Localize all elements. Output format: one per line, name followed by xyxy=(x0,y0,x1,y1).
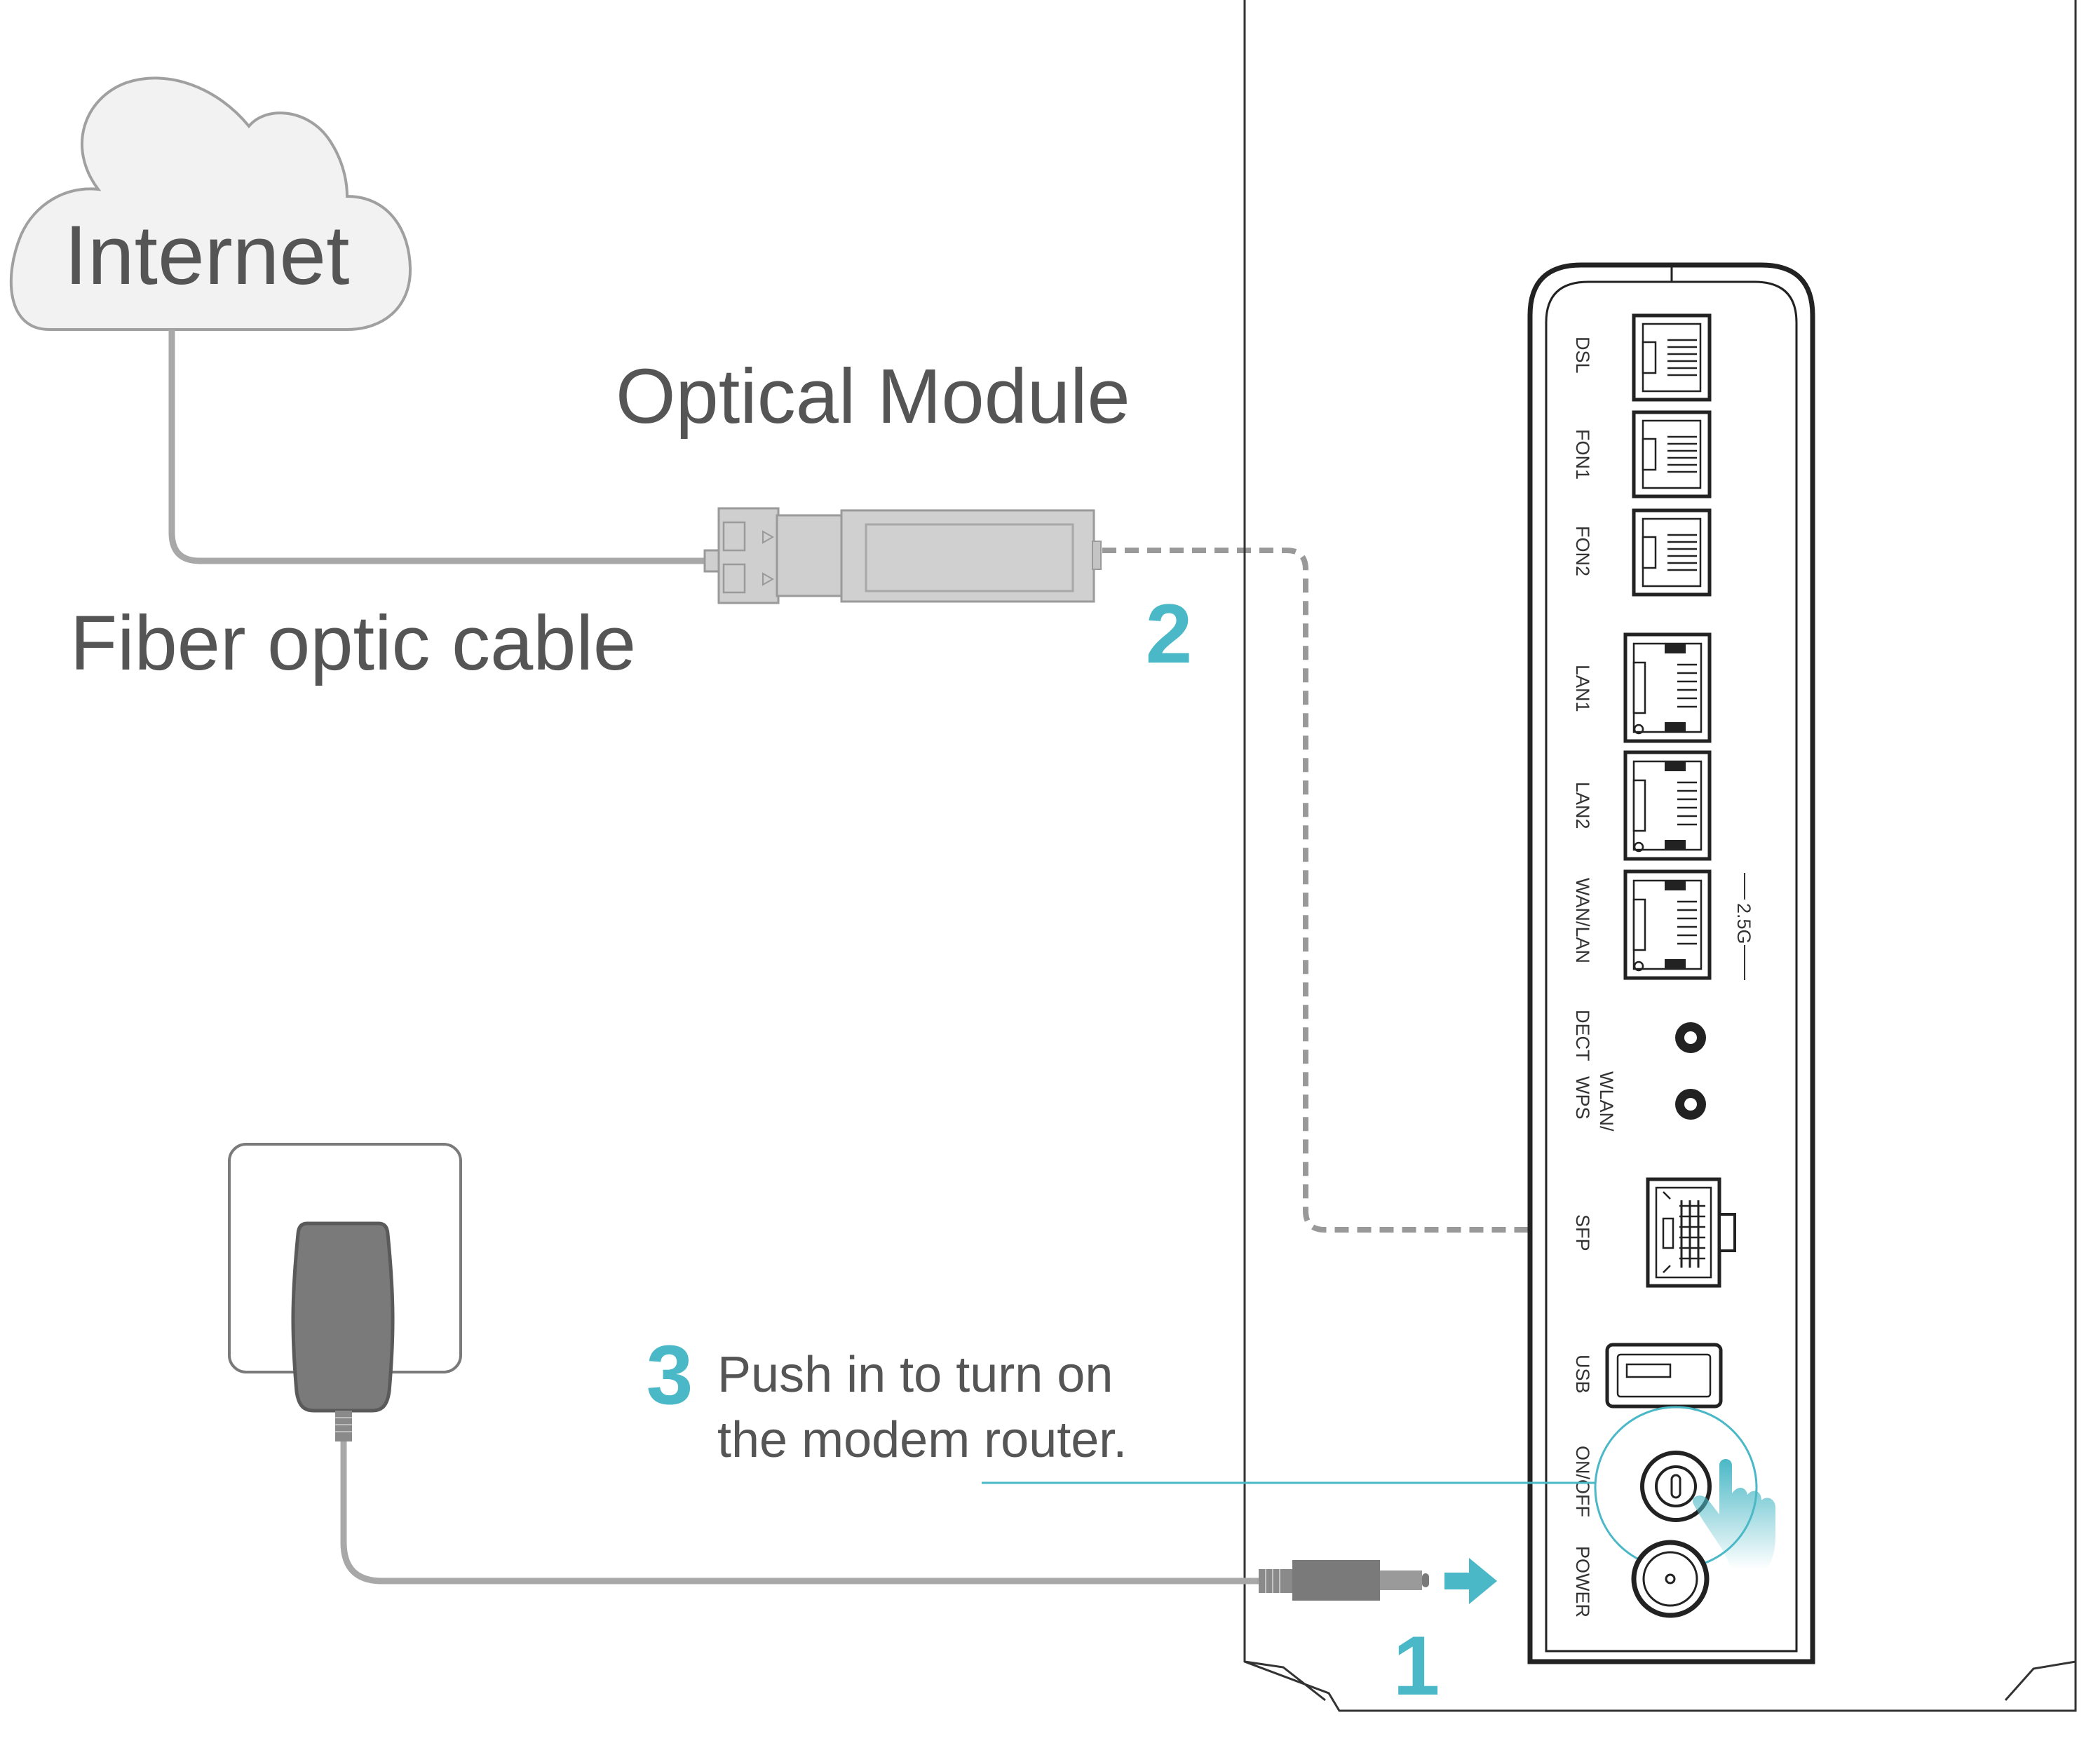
port-label-dect: DECT xyxy=(1572,1010,1593,1061)
usb-port xyxy=(1605,1343,1723,1409)
step-3-number: 3 xyxy=(647,1328,693,1422)
fiber-cable-label: Fiber optic cable xyxy=(70,600,636,686)
lan1-port xyxy=(1623,632,1712,743)
port-label-fon2: FON2 xyxy=(1572,526,1593,576)
optical-module-icon xyxy=(703,507,1102,604)
insert-arrow-icon xyxy=(1444,1558,1497,1604)
internet-cloud-icon: Internet xyxy=(9,76,412,331)
sfp-port xyxy=(1646,1177,1736,1288)
port-labels: DSL FON1 FON2 LAN1 LAN2 WAN/LAN DECT WLA… xyxy=(1572,337,1754,1617)
wan-lan-port xyxy=(1623,869,1712,980)
instruction-line-1: Push in to turn on xyxy=(717,1347,1113,1403)
port-label-dsl: DSL xyxy=(1572,337,1593,374)
port-label-fon1: FON1 xyxy=(1572,429,1593,480)
port-label-lan1: LAN1 xyxy=(1572,665,1593,712)
step-2-number: 2 xyxy=(1146,587,1193,681)
step-1-number: 1 xyxy=(1393,1619,1440,1713)
port-label-usb: USB xyxy=(1572,1355,1593,1394)
fon2-port xyxy=(1632,508,1712,597)
power-cable xyxy=(340,1441,1262,1585)
port-label-speed: 2.5G xyxy=(1733,903,1754,944)
router-housing xyxy=(1243,0,2077,1712)
hand-pointer-icon xyxy=(1693,1459,1775,1569)
lan2-port xyxy=(1623,750,1712,861)
dect-button xyxy=(1675,1022,1706,1053)
port-label-wan-lan: WAN/LAN xyxy=(1572,878,1593,963)
port-label-wlan-wps-1: WLAN/ xyxy=(1596,1071,1617,1132)
port-label-wlan-wps-2: WPS xyxy=(1572,1076,1593,1120)
optical-module-label: Optical Module xyxy=(616,353,1130,440)
fiber-optic-cable xyxy=(168,330,705,564)
fon1-port xyxy=(1632,410,1712,498)
port-label-power: POWER xyxy=(1572,1546,1593,1617)
port-label-on-off: ON/OFF xyxy=(1572,1446,1593,1517)
instruction-line-2: the modem router. xyxy=(717,1412,1127,1468)
port-label-sfp: SFP xyxy=(1572,1214,1593,1251)
module-to-sfp-path xyxy=(1102,548,1553,1233)
dsl-port xyxy=(1632,313,1712,402)
wlan-wps-button xyxy=(1675,1089,1706,1120)
internet-label: Internet xyxy=(65,208,350,302)
on-off-button xyxy=(1640,1451,1712,1522)
power-adapter-icon xyxy=(291,1221,395,1441)
port-label-lan2: LAN2 xyxy=(1572,782,1593,829)
power-plug-icon xyxy=(1259,1560,1429,1601)
power-port xyxy=(1631,1540,1710,1618)
